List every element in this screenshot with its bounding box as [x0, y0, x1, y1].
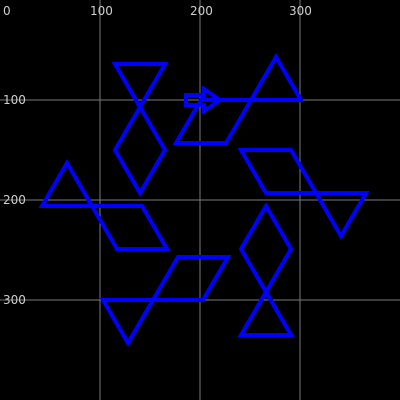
pieces [38, 53, 370, 347]
triangle-piece[interactable] [237, 288, 295, 337]
parallelogram-piece[interactable] [88, 204, 171, 251]
y-tick-label: 300 [3, 293, 26, 307]
y-tick-label: 100 [3, 93, 26, 107]
triangle-piece[interactable] [247, 53, 305, 102]
tick-labels: 0 100 200 300 100 200 300 [3, 4, 312, 307]
x-tick-label: 0 [3, 4, 11, 18]
y-tick-label: 200 [3, 193, 26, 207]
parallelogram-piece[interactable] [149, 255, 232, 302]
parallelogram-piece[interactable] [172, 98, 255, 145]
arrow-right-icon [184, 85, 224, 115]
x-tick-label: 300 [289, 4, 312, 18]
triangle-piece[interactable] [38, 159, 96, 208]
triangle-piece[interactable] [312, 191, 370, 240]
parallelogram-piece[interactable] [237, 148, 320, 195]
rhombus-piece[interactable] [112, 103, 168, 197]
triangle-piece[interactable] [111, 62, 169, 111]
x-tick-label: 100 [90, 4, 113, 18]
triangle-piece[interactable] [99, 298, 157, 347]
rhombus-piece[interactable] [238, 202, 294, 296]
x-tick-label: 200 [190, 4, 213, 18]
